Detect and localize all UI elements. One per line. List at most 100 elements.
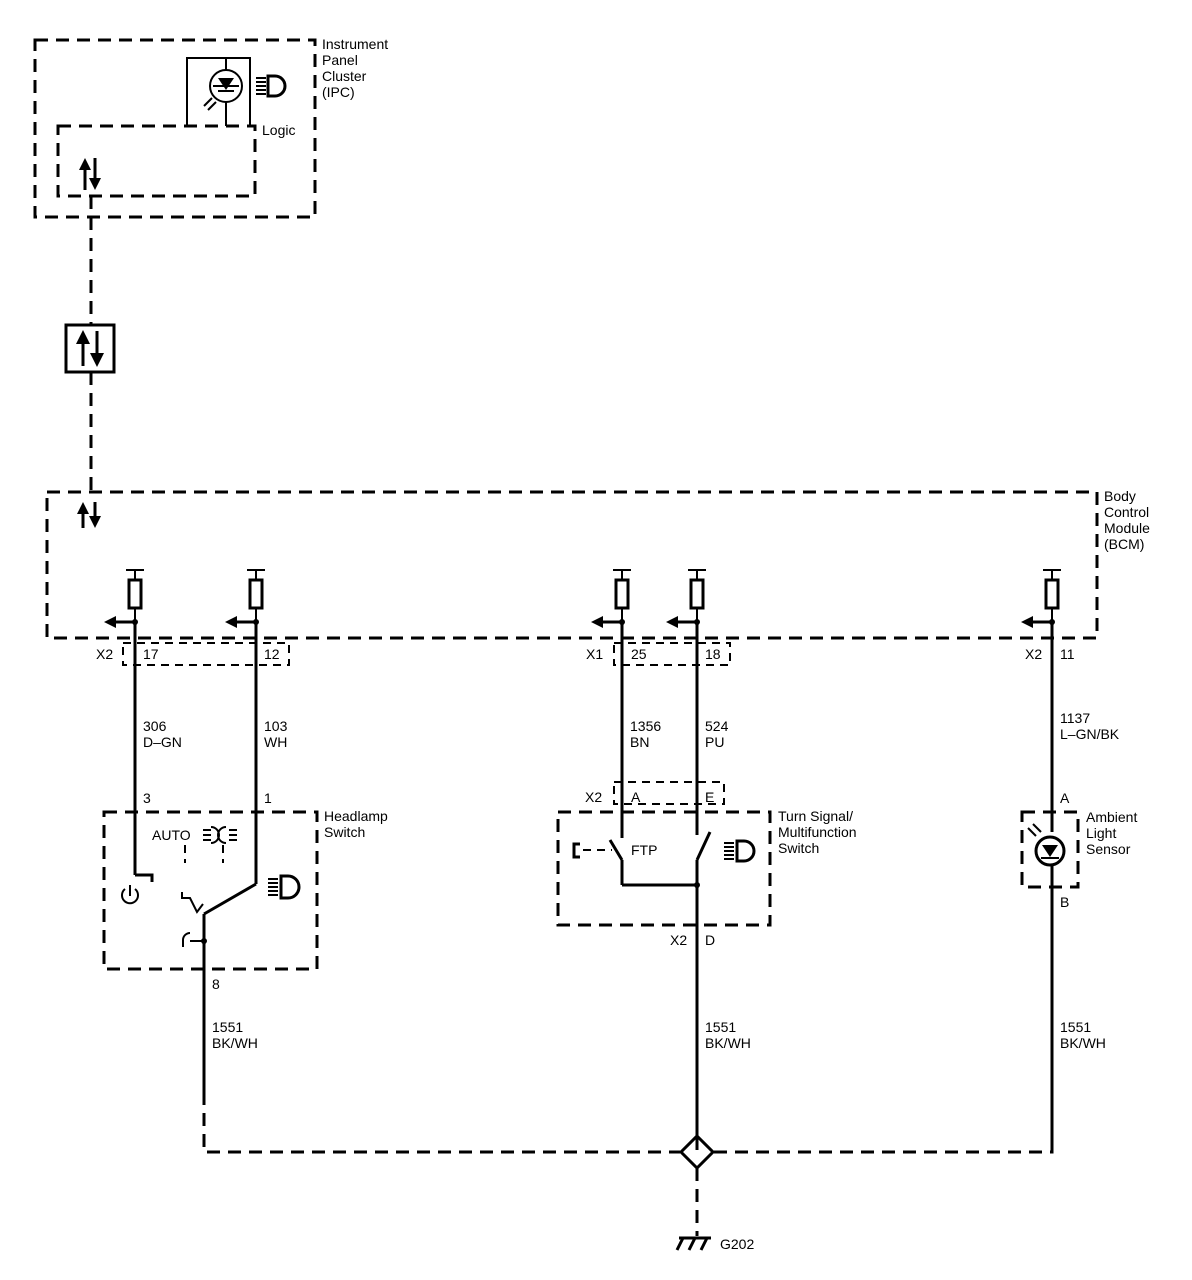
svg-text:WH: WH <box>264 734 287 750</box>
svg-text:18: 18 <box>705 646 721 662</box>
hibeam-switch-blade <box>695 831 712 861</box>
als-pin-a: A <box>1060 790 1070 806</box>
svg-text:25: 25 <box>631 646 647 662</box>
ipc-data-arrows-icon <box>79 158 101 190</box>
svg-text:1137: 1137 <box>1060 710 1090 726</box>
svg-text:Headlamp: Headlamp <box>324 808 388 824</box>
ipc-indicator-lamp <box>186 57 287 126</box>
svg-text:Cluster: Cluster <box>322 68 367 84</box>
svg-text:Panel: Panel <box>322 52 358 68</box>
ipc-label: Instrument Panel Cluster (IPC) <box>322 36 388 100</box>
als-pin-b: B <box>1060 894 1069 910</box>
bcm-input-18 <box>666 569 706 628</box>
bcm-connector-x2-right: X2 11 <box>1025 646 1075 662</box>
svg-text:PU: PU <box>705 734 724 750</box>
svg-text:Module: Module <box>1104 520 1150 536</box>
ftp-label: FTP <box>631 842 657 858</box>
switch-arm <box>203 882 257 916</box>
circuit-306-label: 306 D–GN <box>143 718 182 750</box>
svg-text:D–GN: D–GN <box>143 734 182 750</box>
serial-data-symbol <box>64 323 116 374</box>
svg-text:(BCM): (BCM) <box>1104 536 1144 552</box>
turn-pin-a: A <box>631 789 641 805</box>
bcm-connector-x2-left: X2 17 12 <box>96 642 290 666</box>
ipc-module: Instrument Panel Cluster (IPC) <box>33 36 388 219</box>
turn-signal-switch-label: Turn Signal/ Multifunction Switch <box>778 808 857 856</box>
turn-pin-d: D <box>705 932 715 948</box>
svg-text:X1: X1 <box>586 646 603 662</box>
circuit-524-label: 524 PU <box>705 718 729 750</box>
svg-text:12: 12 <box>264 646 280 662</box>
svg-text:(IPC): (IPC) <box>322 84 355 100</box>
svg-text:L–GN/BK: L–GN/BK <box>1060 726 1120 742</box>
circuit-1137-label: 1137 L–GN/BK <box>1060 710 1120 742</box>
svg-text:11: 11 <box>1060 646 1075 662</box>
svg-text:BK/WH: BK/WH <box>212 1035 258 1051</box>
headlamp-icon <box>256 74 287 98</box>
park-lamp-icon <box>203 826 237 844</box>
svg-text:1356: 1356 <box>630 718 661 734</box>
ambient-light-sensor-label: Ambient Light Sensor <box>1086 809 1137 857</box>
svg-text:Body: Body <box>1104 488 1136 504</box>
led-emission-icon <box>203 97 217 111</box>
svg-text:BK/WH: BK/WH <box>1060 1035 1106 1051</box>
svg-text:524: 524 <box>705 718 729 734</box>
circuit-1551-mid-label: 1551 BK/WH <box>705 1019 751 1051</box>
turn-connector-x2-bottom: X2 <box>670 932 687 948</box>
auto-label: AUTO <box>152 827 191 843</box>
headlamp-switch-label: Headlamp Switch <box>324 808 388 840</box>
svg-text:17: 17 <box>143 646 159 662</box>
ambient-light-sensor: A B Ambient Light Sensor <box>1020 790 1137 1150</box>
ipc-logic-label: Logic <box>262 122 295 138</box>
svg-text:1551: 1551 <box>212 1019 243 1035</box>
ground-icon <box>675 1236 711 1251</box>
svg-text:BK/WH: BK/WH <box>705 1035 751 1051</box>
switch-detent-icon <box>181 892 204 947</box>
bcm-data-arrows-icon <box>77 502 101 528</box>
circuit-103-label: 103 WH <box>264 718 288 750</box>
svg-text:Sensor: Sensor <box>1086 841 1131 857</box>
ground-label: G202 <box>720 1236 754 1252</box>
bcm-module: Body Control Module (BCM) <box>45 488 1150 640</box>
svg-text:Light: Light <box>1086 825 1116 841</box>
svg-text:Instrument: Instrument <box>322 36 388 52</box>
bcm-label: Body Control Module (BCM) <box>1104 488 1150 552</box>
svg-text:Switch: Switch <box>778 840 819 856</box>
high-beam-icon <box>724 839 756 863</box>
headlamp-switch-pin-1: 1 <box>264 790 272 806</box>
circuit-1551-right-label: 1551 BK/WH <box>1060 1019 1106 1051</box>
turn-pin-e: E <box>705 789 714 805</box>
bcm-input-11 <box>1021 569 1061 628</box>
svg-text:BN: BN <box>630 734 649 750</box>
off-contact <box>135 873 154 882</box>
circuit-1551-left-label: 1551 BK/WH <box>212 1019 258 1051</box>
svg-text:Control: Control <box>1104 504 1149 520</box>
headlamp-on-icon <box>268 874 301 900</box>
headlamp-switch: Headlamp Switch 3 1 8 AUTO <box>102 790 388 992</box>
svg-text:X2: X2 <box>96 646 113 662</box>
photosensor-icon <box>1027 823 1066 867</box>
circuit-1356-label: 1356 BN <box>630 718 661 750</box>
headlamp-switch-pin-8: 8 <box>212 976 220 992</box>
turn-connector-x2-top: X2 <box>585 789 602 805</box>
ground-bus <box>202 1092 1054 1154</box>
svg-text:Turn Signal/: Turn Signal/ <box>778 808 853 824</box>
svg-text:103: 103 <box>264 718 288 734</box>
svg-text:X2: X2 <box>1025 646 1042 662</box>
svg-text:Switch: Switch <box>324 824 365 840</box>
bcm-connector-x1: X1 25 18 <box>586 642 731 666</box>
svg-text:Multifunction: Multifunction <box>778 824 857 840</box>
ftp-switch-blade <box>608 839 624 861</box>
turn-signal-switch: X2 A E Turn Signal/ Multifunction Switch… <box>556 781 857 1150</box>
svg-text:306: 306 <box>143 718 167 734</box>
svg-text:Ambient: Ambient <box>1086 809 1137 825</box>
bcm-input-17 <box>104 569 144 628</box>
power-icon <box>121 885 139 905</box>
headlamp-switch-pin-3: 3 <box>143 790 151 806</box>
svg-text:1551: 1551 <box>705 1019 736 1035</box>
bcm-input-25 <box>591 569 631 628</box>
flash-to-pass-icon <box>572 842 612 859</box>
bcm-input-12 <box>225 569 265 628</box>
svg-text:1551: 1551 <box>1060 1019 1091 1035</box>
